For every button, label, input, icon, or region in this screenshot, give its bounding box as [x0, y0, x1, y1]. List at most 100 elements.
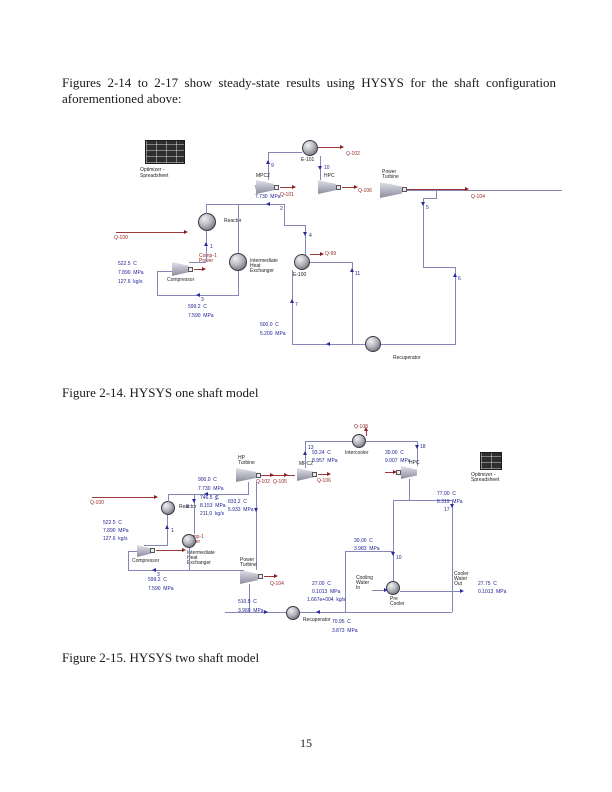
- diagram-label: 1: [210, 244, 213, 250]
- connector-port: [150, 548, 155, 553]
- flow-arrowhead: [292, 185, 296, 189]
- diagram-label: Q-102: [346, 151, 360, 157]
- flow-arrowhead: [364, 427, 368, 431]
- flow-arrowhead: [320, 252, 324, 256]
- diagram-label: Q-102: [256, 479, 270, 485]
- diagram-label: Reactor: [179, 504, 197, 510]
- hpc-compressor: [401, 466, 417, 479]
- diagram-label: In: [356, 585, 361, 591]
- energy-stream-line: [407, 189, 467, 190]
- diagram-label: 127.6 kg/s: [103, 536, 128, 542]
- flow-arrowhead: [303, 232, 307, 236]
- diagram-label: 7.890 MPa: [103, 528, 129, 534]
- diagram-label: 211.0 kg/s: [200, 511, 225, 517]
- diagram-label: 77.00 C: [437, 491, 456, 497]
- diagram-label: 7.730 MPa: [198, 486, 224, 492]
- diagram-label: 7.890 MPa: [118, 270, 144, 276]
- diagram-label: Q-100: [114, 235, 128, 241]
- diagram-label: 9.007 MPa: [385, 458, 411, 464]
- diagram-label: 11: [355, 271, 361, 277]
- energy-stream-line: [318, 474, 329, 475]
- flow-arrowhead: [465, 187, 469, 191]
- flow-arrowhead: [264, 610, 268, 614]
- diagram-label: 4: [309, 233, 312, 239]
- diagram-label: 2: [215, 496, 218, 502]
- figure-caption: Figure 2-15. HYSYS two shaft model: [62, 650, 260, 665]
- flow-arrowhead: [303, 451, 307, 455]
- diagram-label: 7: [295, 302, 298, 308]
- stream-line: [452, 500, 453, 612]
- flow-arrowhead: [340, 145, 344, 149]
- connector-port: [274, 185, 279, 190]
- mpc2-compressor: [256, 180, 274, 194]
- diagram-label: E-101: [301, 157, 315, 163]
- diagram-label: HPC: [324, 173, 335, 179]
- diagram-label: Recuperator: [303, 617, 331, 623]
- diagram-label: Cooler: [454, 571, 469, 577]
- diagram-label: 522.5 C: [103, 520, 122, 526]
- stream-line: [310, 262, 352, 263]
- diagram-label: Recuperator: [393, 355, 421, 361]
- flow-arrowhead: [254, 508, 258, 512]
- energy-stream-line: [385, 472, 395, 473]
- stream-line: [455, 267, 456, 345]
- diagram-label: Turbine: [382, 174, 399, 180]
- diagram-label: MPC2: [256, 173, 270, 179]
- diagram-label: 3: [201, 297, 204, 303]
- diagram-label: 8.319 MPa: [437, 499, 463, 505]
- diagram-label: 3: [157, 572, 160, 578]
- diagram-label: Comp-1: [199, 253, 217, 259]
- hp-turbine: [236, 468, 256, 482]
- diagram-label: 599.2 C: [188, 304, 207, 310]
- stream-line: [352, 262, 353, 345]
- e-101-cooler: [302, 140, 318, 156]
- energy-stream-line: [261, 475, 295, 476]
- energy-stream-line: [116, 232, 186, 233]
- compressor: [137, 545, 151, 557]
- compressor: [172, 262, 189, 276]
- diagram-label: Power: [382, 169, 397, 175]
- diagram-label: Heat: [187, 555, 198, 561]
- figure-caption: Figure 2-14. HYSYS one shaft model: [62, 385, 259, 400]
- diagram-label: 0.1013 MPa: [478, 589, 507, 595]
- energy-stream-line: [318, 147, 342, 148]
- diagram-label: 5: [426, 205, 429, 211]
- flow-arrowhead: [393, 470, 397, 474]
- diagram-label: Cooling: [356, 575, 373, 581]
- diagram-label: Exchanger: [250, 268, 274, 274]
- recuperator: [286, 606, 300, 620]
- diagram-label: Compressor: [132, 558, 160, 564]
- flow-arrowhead: [290, 299, 294, 303]
- diagram-label: Spreadsheet: [471, 477, 500, 483]
- stream-line: [238, 271, 239, 296]
- diagram-label: 7.590 MPa: [188, 313, 214, 319]
- stream-line: [417, 441, 418, 466]
- stream-line: [256, 482, 257, 570]
- diagram-label: 7.730 MPa: [255, 194, 281, 200]
- diagram-label: 0.1013 MPa: [312, 589, 341, 595]
- stream-line: [268, 152, 269, 180]
- energy-stream-line: [280, 187, 294, 188]
- reactor: [198, 213, 216, 231]
- flow-arrowhead: [350, 268, 354, 272]
- diagram-label: Q-106: [358, 188, 372, 194]
- flow-arrowhead: [318, 166, 322, 170]
- diagram-label: 70.95 C: [332, 619, 351, 625]
- body-paragraph: Figures 2-14 to 2-17 show steady-state r…: [62, 75, 556, 106]
- diagram-label: 10: [324, 165, 330, 171]
- diagram-label: 1: [171, 528, 174, 534]
- stream-line: [128, 551, 129, 570]
- stream-line: [206, 204, 207, 214]
- diagram-label: 5.200 MPa: [260, 331, 286, 337]
- diagram-label: 27.00 C: [312, 581, 331, 587]
- connector-port: [336, 185, 341, 190]
- flow-arrowhead: [354, 185, 358, 189]
- diagram-label: Water: [454, 576, 468, 582]
- pre-cooler: [386, 581, 400, 595]
- flow-arrowhead: [270, 473, 274, 477]
- diagram-label: Intermediate: [250, 258, 278, 264]
- flow-arrowhead: [266, 160, 270, 164]
- diagram-label: 510.5 C: [238, 599, 257, 605]
